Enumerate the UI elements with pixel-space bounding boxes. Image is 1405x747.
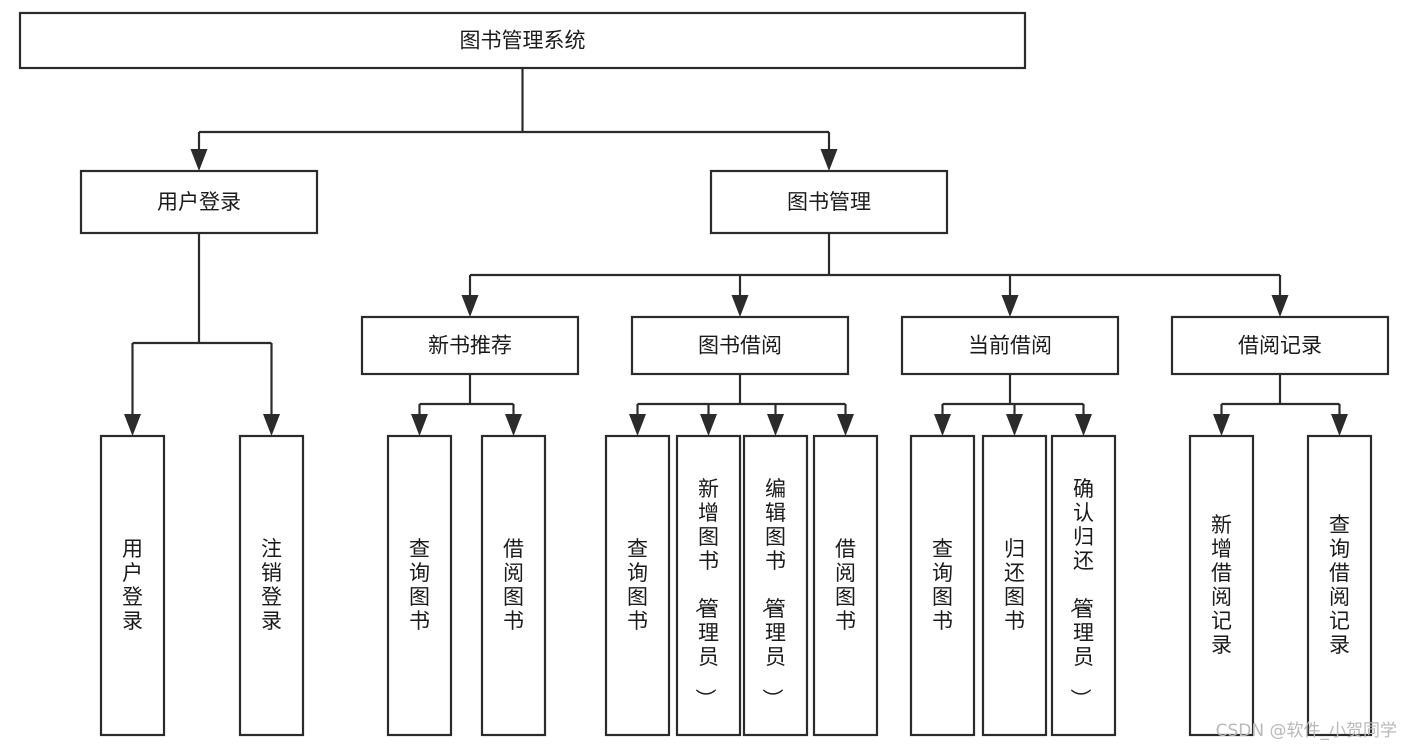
node-label: 用户登录 [157,190,241,214]
node-box[interactable] [675,434,742,737]
connector-group-login [124,233,280,436]
arrow-head-icon [263,414,280,436]
connector-group-bookmgmt [461,233,1289,317]
arrow-head-icon [700,414,717,436]
node-box[interactable] [480,434,547,737]
arrow-head-icon [934,414,951,436]
arrow-head-icon [411,414,428,436]
node-label: 借阅图书 [835,537,856,633]
node-box[interactable] [709,169,949,235]
node-label: 图书管理系统 [460,29,586,53]
node-label: 确认归还（管理员） [1068,477,1094,709]
connector-layer [124,68,1348,436]
node-label: 新书推荐 [428,334,512,358]
node-box[interactable] [386,434,453,737]
node-current[interactable]: 当前借阅 [900,315,1120,376]
node-box[interactable] [360,315,580,376]
connector-group-newbook [411,374,522,436]
node-box[interactable] [909,434,976,737]
connector-group-borrow [629,374,854,436]
node-leaf-user-logout[interactable]: 注销登录 [238,434,305,737]
arrow-head-icon [1001,295,1019,317]
node-bookmgmt[interactable]: 图书管理 [709,169,949,235]
node-box[interactable] [812,434,879,737]
node-leaf-borrow-add[interactable]: 新增图书（管理员） [675,434,742,737]
node-leaf-borrow-query[interactable]: 查询图书 [604,434,671,737]
node-label: 新增图书（管理员） [693,477,719,709]
arrow-head-icon [837,414,854,436]
node-box[interactable] [981,434,1048,737]
node-leaf-newbook-borrow[interactable]: 借阅图书 [480,434,547,737]
node-label: 图书管理 [787,190,871,214]
node-leaf-current-query[interactable]: 查询图书 [909,434,976,737]
node-layer: 图书管理系统用户登录图书管理新书推荐图书借阅当前借阅借阅记录用户登录注销登录查询… [18,11,1390,737]
node-label: 借阅图书 [503,537,524,633]
node-label: 查询图书 [932,537,953,633]
node-label: 新增借阅记录 [1211,513,1232,657]
arrow-head-icon [505,414,522,436]
node-label: 图书借阅 [698,334,782,358]
connector-group-current [934,374,1092,436]
node-leaf-borrow-lend[interactable]: 借阅图书 [812,434,879,737]
arrow-head-icon [124,414,141,436]
node-leaf-current-confirm[interactable]: 确认归还（管理员） [1050,434,1117,737]
arrow-head-icon [820,149,838,171]
node-leaf-records-query[interactable]: 查询借阅记录 [1306,434,1373,737]
node-box[interactable] [18,11,1027,70]
node-leaf-current-return[interactable]: 归还图书 [981,434,1048,737]
node-label: 查询图书 [627,537,648,633]
node-box[interactable] [900,315,1120,376]
node-records[interactable]: 借阅记录 [1170,315,1390,376]
node-label: 注销登录 [261,537,282,633]
node-leaf-records-add[interactable]: 新增借阅记录 [1188,434,1255,737]
node-label: 编辑图书（管理员） [760,477,786,709]
arrow-head-icon [731,295,749,317]
arrow-head-icon [767,414,784,436]
arrow-head-icon [1075,414,1092,436]
node-leaf-user-login[interactable]: 用户登录 [99,434,166,737]
node-leaf-newbook-query[interactable]: 查询图书 [386,434,453,737]
arrow-head-icon [1331,414,1348,436]
connector-group-records [1213,374,1348,436]
node-box[interactable] [630,315,850,376]
arrow-head-icon [461,295,479,317]
arrow-head-icon [629,414,646,436]
node-box[interactable] [79,169,319,235]
node-leaf-borrow-edit[interactable]: 编辑图书（管理员） [742,434,809,737]
node-borrow[interactable]: 图书借阅 [630,315,850,376]
node-box[interactable] [1050,434,1117,737]
node-newbook[interactable]: 新书推荐 [360,315,580,376]
connector-group-root [190,68,838,171]
node-label: 当前借阅 [968,334,1052,358]
node-box[interactable] [604,434,671,737]
node-box[interactable] [238,434,305,737]
node-box[interactable] [1170,315,1390,376]
node-box[interactable] [1188,434,1255,737]
arrow-head-icon [1271,295,1289,317]
node-label: 归还图书 [1004,537,1025,633]
node-label: 用户登录 [122,537,143,633]
node-box[interactable] [99,434,166,737]
node-label: 借阅记录 [1238,334,1322,358]
node-login[interactable]: 用户登录 [79,169,319,235]
node-label: 查询图书 [409,537,430,633]
node-label: 查询借阅记录 [1329,513,1350,657]
node-box[interactable] [742,434,809,737]
arrow-head-icon [1006,414,1023,436]
arrow-head-icon [1213,414,1230,436]
node-box[interactable] [1306,434,1373,737]
node-root[interactable]: 图书管理系统 [18,11,1027,70]
arrow-head-icon [190,149,208,171]
